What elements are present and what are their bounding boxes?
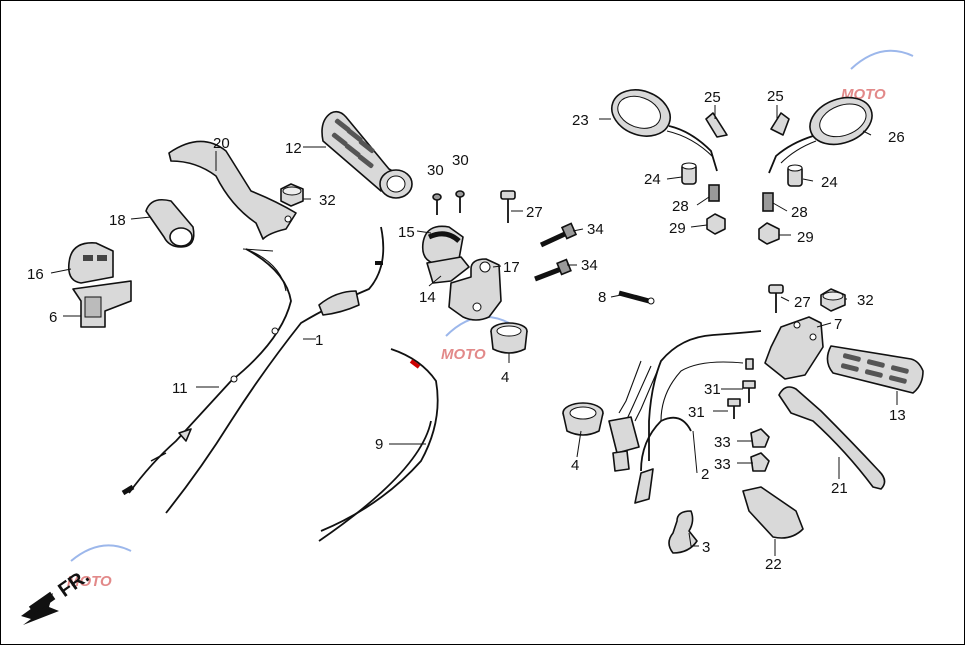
part-15-throttle-drum xyxy=(421,225,464,264)
callout-3: 3 xyxy=(702,539,710,556)
part-30-screw-b xyxy=(455,190,465,213)
callout-29-left: 29 xyxy=(669,220,686,237)
callout-27-upper: 27 xyxy=(526,204,543,221)
callout-34-lower: 34 xyxy=(581,257,598,274)
part-26-mirror-right xyxy=(768,96,873,174)
svg-text:MOTO: MOTO xyxy=(441,346,486,363)
part-24-cap-right xyxy=(787,164,803,187)
callout-4-right: 4 xyxy=(571,457,579,474)
part-4-clamp-right xyxy=(562,402,604,436)
part-32-nut-right xyxy=(820,288,846,312)
callout-22: 22 xyxy=(765,556,782,573)
callout-6: 6 xyxy=(49,309,57,326)
callout-2: 2 xyxy=(701,466,709,483)
part-8-adjuster xyxy=(618,290,655,305)
callout-24-left: 24 xyxy=(644,171,661,188)
front-direction-arrow: FR. xyxy=(21,565,93,625)
callout-11: 11 xyxy=(172,380,188,397)
part-2-switch-harness xyxy=(608,330,762,504)
part-24-cap-left xyxy=(681,162,697,185)
callout-31-upper: 31 xyxy=(704,381,721,398)
callout-34-upper: 34 xyxy=(587,221,604,238)
callout-14: 14 xyxy=(419,289,436,306)
part-28-adapter-right xyxy=(762,192,774,212)
part-13-handle-grip-right xyxy=(826,345,924,394)
part-33-bushing-b xyxy=(750,452,770,472)
part-11-clutch-cable xyxy=(121,248,292,496)
callout-18: 18 xyxy=(109,212,126,229)
callout-8: 8 xyxy=(598,289,606,306)
part-9-cable xyxy=(318,348,439,542)
callout-29-right: 29 xyxy=(797,229,814,246)
callout-21: 21 xyxy=(831,480,848,497)
part-27-bolt-upper xyxy=(500,190,516,223)
svg-text:FR.: FR. xyxy=(54,565,93,602)
part-32-nut-left xyxy=(280,183,304,207)
part-7-brake-bracket xyxy=(764,316,824,380)
callout-25-left: 25 xyxy=(704,89,721,106)
callout-20: 20 xyxy=(213,135,230,152)
callout-12: 12 xyxy=(285,140,302,157)
part-25-boot-left xyxy=(705,112,728,138)
part-25-boot-right xyxy=(770,112,790,136)
callout-28-right: 28 xyxy=(791,204,808,221)
callout-9: 9 xyxy=(375,436,383,453)
callout-13: 13 xyxy=(889,407,906,424)
callout-25-right: 25 xyxy=(767,88,784,105)
part-23-mirror-left xyxy=(611,89,718,172)
callout-30-right: 30 xyxy=(452,152,469,169)
part-31-bolt-a xyxy=(742,380,756,403)
part-27-bolt-lower xyxy=(768,284,784,313)
part-20-clutch-lever xyxy=(168,140,297,240)
part-17-throttle-housing xyxy=(448,258,502,321)
callout-32-left: 32 xyxy=(319,192,336,209)
part-14-throttle-housing-lower xyxy=(426,256,470,284)
callout-16: 16 xyxy=(27,266,44,283)
part-12-handle-grip-left xyxy=(321,110,413,199)
callout-15: 15 xyxy=(398,224,415,241)
callout-1: 1 xyxy=(315,332,323,349)
part-6-switch-bracket xyxy=(72,280,132,328)
part-18-lever-cover xyxy=(145,198,195,248)
callout-23: 23 xyxy=(572,112,589,129)
part-16-switch-housing xyxy=(67,242,114,284)
callout-labels: 1 2 3 4 4 6 7 8 9 11 12 13 14 15 16 17 1… xyxy=(27,88,906,573)
part-29-nut-left xyxy=(706,213,726,235)
part-33-bushing-a xyxy=(750,428,770,448)
watermark-bottom-left: MOTO xyxy=(67,544,132,590)
part-31-bolt-b xyxy=(727,398,741,419)
callout-17: 17 xyxy=(503,259,520,276)
callout-28-left: 28 xyxy=(672,198,689,215)
callout-33-lower: 33 xyxy=(714,456,731,473)
part-29-nut-right xyxy=(758,222,780,245)
callout-32-right: 32 xyxy=(857,292,874,309)
callout-30-left: 30 xyxy=(427,162,444,179)
leader-lines xyxy=(50,105,898,556)
callout-4-center: 4 xyxy=(501,369,509,386)
callout-24-right: 24 xyxy=(821,174,838,191)
svg-text:MOTO: MOTO xyxy=(67,573,112,590)
part-34-screw-b xyxy=(534,258,572,282)
callout-31-lower: 31 xyxy=(688,404,705,421)
part-3-grommet xyxy=(668,510,698,554)
part-28-adapter-left xyxy=(708,184,720,202)
part-22-lever-cover xyxy=(742,486,804,539)
watermark-top-right: MOTO xyxy=(841,49,914,103)
part-1-throttle-cable xyxy=(165,226,385,514)
callout-33-upper: 33 xyxy=(714,434,731,451)
part-30-screw-a xyxy=(432,193,442,215)
callout-26: 26 xyxy=(888,129,905,146)
callout-7: 7 xyxy=(834,316,842,333)
part-21-brake-lever xyxy=(778,386,886,490)
callout-27-lower: 27 xyxy=(794,294,811,311)
part-4-clamp-center xyxy=(490,322,528,354)
part-34-screw-a xyxy=(539,222,578,248)
